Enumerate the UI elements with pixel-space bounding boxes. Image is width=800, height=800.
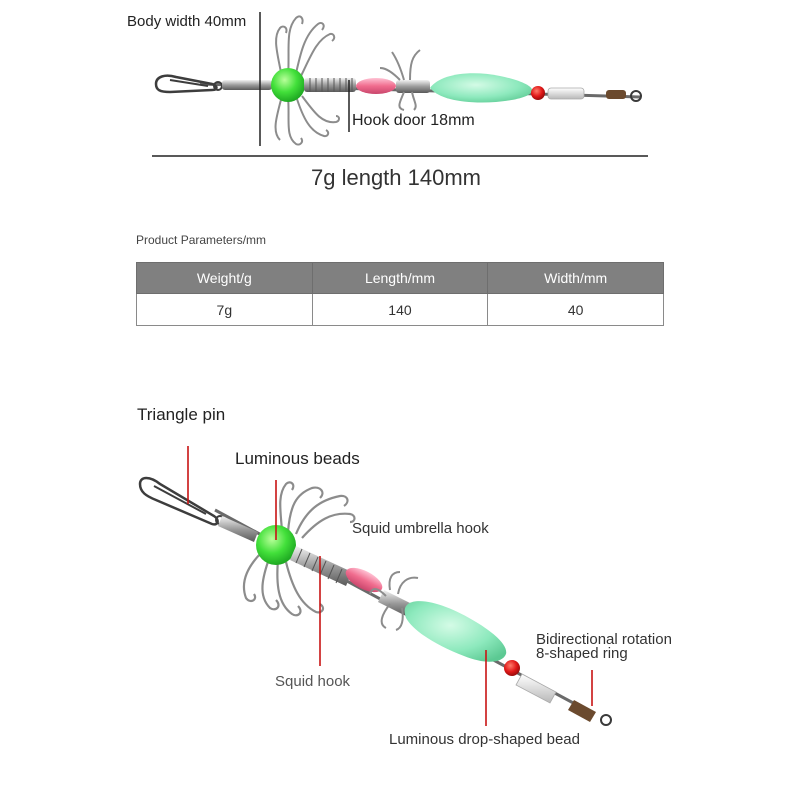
cell-width: 40 [487,293,664,326]
hook-door-label: Hook door 18mm [352,112,475,129]
cell-length: 140 [311,293,489,326]
top-snap-pin [154,74,223,94]
top-swivel [606,90,642,102]
bottom-luminous-bead [256,525,296,565]
top-pink-bead [356,78,396,94]
header-weight: Weight/g [136,262,313,294]
header-width: Width/mm [487,262,664,294]
body-width-label: Body width 40mm [127,13,247,30]
bottom-red-bead [504,660,520,676]
cell-weight: 7g [136,293,313,326]
top-coil [304,78,356,92]
top-hook-cluster-left [274,15,340,146]
bottom-lure [138,446,612,726]
header-length: Length/mm [311,262,489,294]
bottom-snap-pin [138,476,225,526]
bottom-coil-2 [378,590,412,616]
top-hook-cluster-right [379,49,421,111]
callout-lines [187,446,593,726]
bottom-sleeve [218,516,258,542]
top-silver-sleeve [547,87,585,100]
top-sleeve [222,80,272,90]
label-8-shaped-ring: 8-shaped ring [536,645,628,662]
bottom-silver-sleeve [515,673,557,704]
top-lure [152,12,648,157]
bottom-luminous-drop-bead [404,601,507,662]
top-coil-2 [396,80,430,93]
top-red-bead [531,86,545,100]
label-squid-umbrella-hook: Squid umbrella hook [352,520,489,537]
top-luminous-bead [271,68,305,102]
bottom-hook-cluster-left [242,481,356,617]
params-table: Weight/g Length/mm Width/mm 7g 140 40 [136,262,664,326]
label-luminous-beads: Luminous beads [235,449,360,468]
label-bidirectional-rotation: Bidirectional rotation [536,631,672,648]
top-luminous-drop-bead [430,73,532,103]
label-triangle-pin: Triangle pin [137,405,226,424]
bottom-pink-bead [345,567,383,593]
length-label: 7g length 140mm [311,165,481,190]
table-row: 7g 140 40 [136,293,664,326]
params-header-row: Weight/g Length/mm Width/mm [136,262,664,294]
bottom-coil [290,546,352,586]
params-caption: Product Parameters/mm [136,233,267,247]
label-squid-hook: Squid hook [275,673,351,690]
label-luminous-drop-bead: Luminous drop-shaped bead [389,731,580,748]
bottom-swivel [568,700,612,726]
bottom-hook-cluster-right [369,571,419,631]
